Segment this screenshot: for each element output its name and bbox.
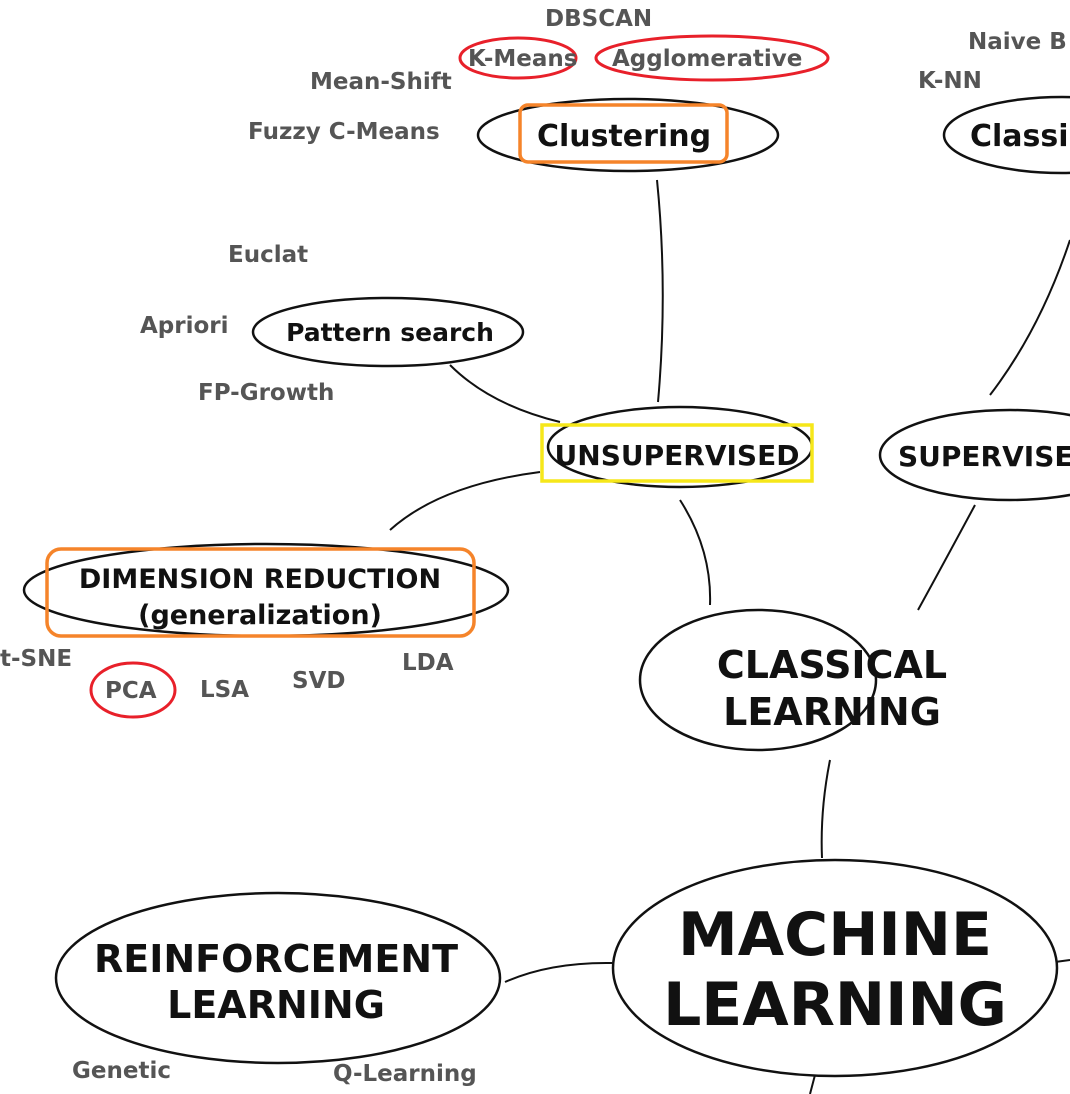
node-supervised[interactable]: SUPERVISE: [878, 408, 1070, 502]
label-euclat: Euclat: [228, 242, 308, 268]
label-agglomerative: Agglomerative: [612, 46, 802, 72]
link-supervised-classical: [917, 504, 976, 611]
node-reinforcement-learning[interactable]: REINFORCEMENT LEARNING: [54, 891, 502, 1065]
red-circle-pca: [89, 661, 177, 719]
node-label: Pattern search: [286, 318, 494, 347]
leaf-labels: DBSCAN K-Means Agglomerative Mean-Shift …: [0, 6, 1067, 1087]
label-fp-growth: FP-Growth: [198, 380, 334, 406]
orange-highlight: [518, 103, 729, 164]
node-label-line2: LEARNING: [167, 983, 385, 1027]
node-classification[interactable]: Classi: [942, 95, 1070, 175]
label-pca: PCA: [105, 678, 157, 704]
label-q-learning: Q-Learning: [333, 1061, 477, 1087]
link-classical-machine: [820, 759, 831, 859]
red-circle-agglomerative: [594, 34, 830, 82]
node-pattern-search[interactable]: Pattern search: [251, 296, 525, 368]
node-label-line2: (generalization): [138, 600, 382, 631]
node-label: SUPERVISE: [898, 440, 1070, 473]
node-unsupervised[interactable]: UNSUPERVISED: [540, 405, 814, 489]
label-lsa: LSA: [200, 677, 249, 703]
node-label: UNSUPERVISED: [555, 439, 800, 472]
node-label-line1: REINFORCEMENT: [94, 937, 458, 981]
label-knn: K-NN: [918, 68, 982, 94]
node-clustering[interactable]: Clustering: [476, 97, 780, 173]
red-circle-kmeans: [458, 36, 578, 80]
node-label: Clustering: [537, 119, 711, 154]
node-machine-learning[interactable]: MACHINE LEARNING: [611, 858, 1059, 1078]
node-classical-learning[interactable]: CLASSICAL LEARNING: [638, 608, 947, 752]
node-label-line1: CLASSICAL: [717, 643, 947, 687]
connectors: [389, 179, 1070, 1094]
label-kmeans: K-Means: [468, 46, 577, 72]
label-tsne: t-SNE: [0, 646, 72, 672]
link-classification-supervised: [989, 239, 1070, 396]
label-genetic: Genetic: [72, 1058, 171, 1084]
node-label-line1: MACHINE: [678, 900, 992, 970]
node-dimension-reduction[interactable]: DIMENSION REDUCTION (generalization): [22, 542, 510, 638]
label-lda: LDA: [402, 650, 454, 676]
link-unsupervised-dimension: [389, 471, 541, 531]
label-mean-shift: Mean-Shift: [310, 69, 452, 95]
label-apriori: Apriori: [140, 313, 229, 339]
label-svd: SVD: [292, 668, 345, 694]
node-label: Classi: [970, 119, 1069, 154]
yellow-highlight: [540, 423, 814, 483]
node-label-line2: LEARNING: [663, 970, 1007, 1040]
label-naive-bayes: Naive B: [968, 29, 1067, 55]
link-reinforcement-machine: [504, 961, 613, 983]
link-clustering-unsupervised: [656, 179, 664, 403]
label-dbscan: DBSCAN: [545, 6, 652, 32]
label-fuzzy-cmeans: Fuzzy C-Means: [248, 119, 440, 145]
node-label-line1: DIMENSION REDUCTION: [79, 564, 441, 595]
link-machine-bottom: [809, 1074, 816, 1094]
link-pattern-unsupervised: [449, 364, 561, 423]
orange-highlight: [45, 547, 476, 638]
node-label-line2: LEARNING: [723, 690, 941, 734]
link-unsupervised-classical: [679, 499, 712, 606]
